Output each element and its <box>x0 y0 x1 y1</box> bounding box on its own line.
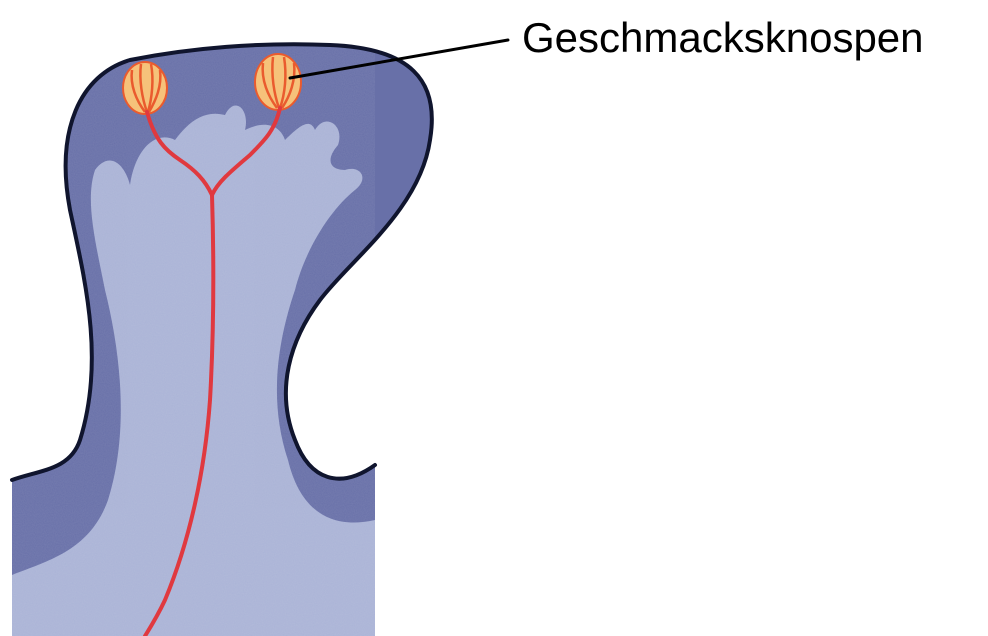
taste-bud-left <box>123 62 167 114</box>
taste-buds-label: Geschmacksknospen <box>522 14 924 61</box>
taste-bud-right <box>255 54 301 110</box>
texture-overlay <box>12 45 375 636</box>
